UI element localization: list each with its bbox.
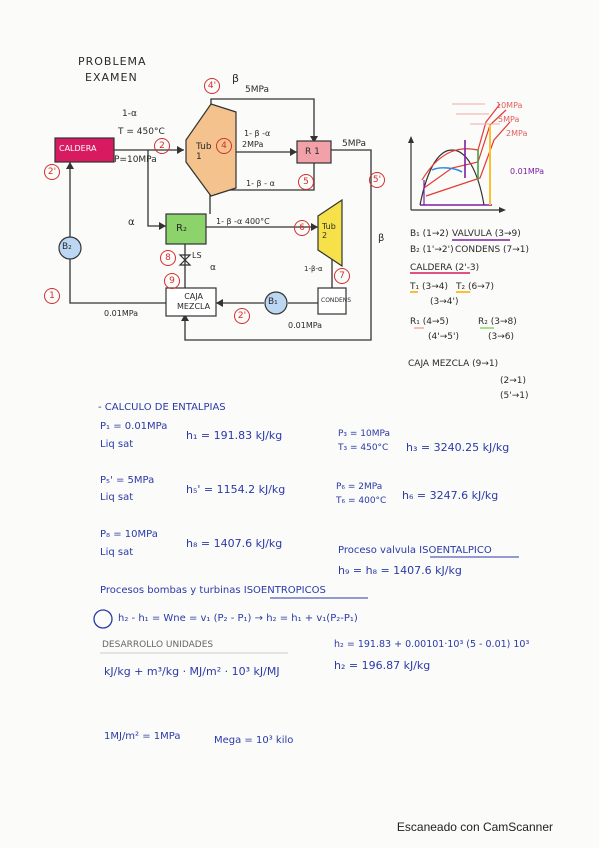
label-mid-2mpa: 2MPa (242, 140, 264, 149)
calc-units: kJ/kg + m³/kg · MJ/m² · 10³ kJ/MJ (104, 665, 280, 678)
legend-caja-3: (5'→1) (500, 391, 529, 401)
label-beta-right: β (378, 233, 385, 244)
label-r2-out: 1- β -α 400°C (216, 217, 270, 226)
calc-p1-b: Liq sat (100, 439, 134, 450)
calc-p3-b: T₃ = 450°C (338, 443, 389, 453)
calc-b1-eq: h₂ - h₁ = Wne = v₁ (P₂ - P₁) → h₂ = h₁ +… (118, 613, 358, 624)
legend-t1b: (3→4') (430, 297, 459, 307)
legend-r1: R₁ (4→5) (410, 317, 449, 327)
r1-label: R 1 (305, 147, 320, 157)
calc-h1: h₁ = 191.83 kJ/kg (186, 429, 283, 442)
calc-p6-a: P₆ = 2MPa (336, 482, 383, 492)
b1-label: B₁ (268, 297, 278, 307)
r1-box (296, 140, 332, 164)
caja-mezcla-label: CAJA MEZCLA (177, 292, 211, 311)
calc-p5-a: P₅' = 5MPa (100, 475, 155, 486)
state-number: 7 (334, 268, 350, 284)
calc-h2-a: h₂ = 191.83 + 0.00101·10³ (5 - 0.01) 10³ (334, 639, 530, 650)
calc-h9: h₉ = h₈ = 1407.6 kJ/kg (338, 564, 462, 577)
label-1-alpha: 1-α (122, 109, 137, 119)
state-number: 2' (44, 164, 60, 180)
ts-label-10mpa: 10MPa (496, 101, 523, 110)
condenser-label: CONDENS (321, 297, 352, 304)
label-001-left: 0.01MPa (104, 309, 139, 318)
title-line-1: PROBLEMA (78, 55, 147, 68)
label-top-beta: β (232, 72, 240, 85)
calc-h6: h₆ = 3247.6 kJ/kg (402, 489, 499, 502)
legend-t1: T₁ (3→4) (410, 282, 448, 292)
title-line-2: EXAMEN (85, 71, 138, 84)
turbine-1-label: Tub 1 (196, 142, 212, 162)
calc-p5-b: Liq sat (100, 492, 134, 503)
caldera-label: CALDERA (59, 144, 97, 153)
calc-mega: Mega = 10³ kilo (214, 735, 294, 746)
legend-condens: CONDENS (7→1) (455, 245, 530, 255)
label-top-5mpa: 5MPa (245, 85, 270, 95)
legend-caja-2: (2→1) (500, 376, 527, 386)
r2-box (165, 213, 207, 245)
calc-h5: h₅' = 1154.2 kJ/kg (186, 483, 286, 496)
legend-r2: R₂ (3→8) (478, 317, 517, 327)
turbine-1 (185, 103, 237, 197)
label-alpha-2: α (210, 263, 216, 273)
pump-b2 (58, 236, 82, 260)
label-alpha: α (128, 217, 135, 228)
calc-p8-a: P₈ = 10MPa (100, 529, 158, 540)
legend-r1b: (4'→5') (428, 332, 459, 342)
state-number: 8 (160, 250, 176, 266)
turbine-2-label: Tub 2 (322, 222, 336, 240)
label-p10: P=10MPa (114, 155, 157, 165)
calc-p6-b: T₆ = 400°C (336, 496, 387, 506)
b2-label: B₂ (62, 242, 72, 252)
turbine-2 (317, 198, 343, 268)
legend-caldera: CALDERA (2'-3) (410, 263, 480, 273)
label-t450: T = 450°C (118, 127, 165, 137)
ts-label-001mpa: 0.01MPa (510, 167, 545, 176)
legend-t2: T₂ (6→7) (456, 282, 494, 292)
calc-isentropic: Procesos bombas y turbinas ISOENTROPICOS (100, 585, 326, 596)
label-001-right: 0.01MPa (288, 321, 323, 330)
ts-diagram (408, 103, 511, 213)
legend-b2: B₂ (1'→2') (410, 245, 454, 255)
state-number: 9 (164, 273, 180, 289)
calc-h8: h₈ = 1407.6 kJ/kg (186, 537, 283, 550)
state-number: 5' (369, 172, 385, 188)
calc-desarrollo: DESARROLLO UNIDADES (102, 640, 214, 650)
state-number: 1 (44, 288, 60, 304)
calc-heading: - CALCULO DE ENTALPIAS (98, 402, 226, 413)
condenser-box (317, 287, 347, 315)
legend-valvula: VALVULA (3→9) (452, 229, 521, 239)
state-number: 6 (294, 220, 310, 236)
state-number: 5 (298, 174, 314, 190)
camscanner-footer: Escaneado con CamScanner (396, 820, 553, 834)
r2-label: R₂ (176, 223, 187, 234)
calc-p3-a: P₃ = 10MPa (338, 429, 391, 439)
calc-h3: h₃ = 3240.25 kJ/kg (406, 441, 510, 454)
ts-label-5mpa: 5MPa (498, 115, 520, 124)
caldera-box (54, 137, 115, 163)
legend-caja: CAJA MEZCLA (9→1) (408, 359, 499, 369)
label-ls: LS (192, 251, 202, 260)
calc-h2-b: h₂ = 196.87 kJ/kg (334, 659, 431, 672)
calc-valvula: Proceso valvula ISOENTALPICO (338, 545, 492, 556)
label-r1-5mpa: 5MPa (342, 139, 367, 149)
b1-circle-mark (93, 609, 113, 629)
ts-label-2mpa: 2MPa (506, 129, 528, 138)
pump-b1 (264, 291, 288, 315)
state-number: 4 (216, 138, 232, 154)
legend-b1: B₁ (1→2) (410, 229, 449, 239)
label-frac-low: 1- β - α (246, 179, 275, 188)
state-number: 2' (234, 308, 250, 324)
caja-mezcla-box (165, 287, 217, 317)
legend-r2b: (3→6) (488, 332, 515, 342)
state-number: 4' (204, 78, 220, 94)
label-frac-t2: 1-β-α (304, 265, 323, 273)
calc-p1-a: P₁ = 0.01MPa (100, 421, 168, 432)
state-number: 2 (154, 138, 170, 154)
calc-mj: 1MJ/m² = 1MPa (104, 731, 181, 742)
calc-p8-b: Liq sat (100, 547, 134, 558)
label-mid-frac: 1- β -α (244, 129, 271, 138)
